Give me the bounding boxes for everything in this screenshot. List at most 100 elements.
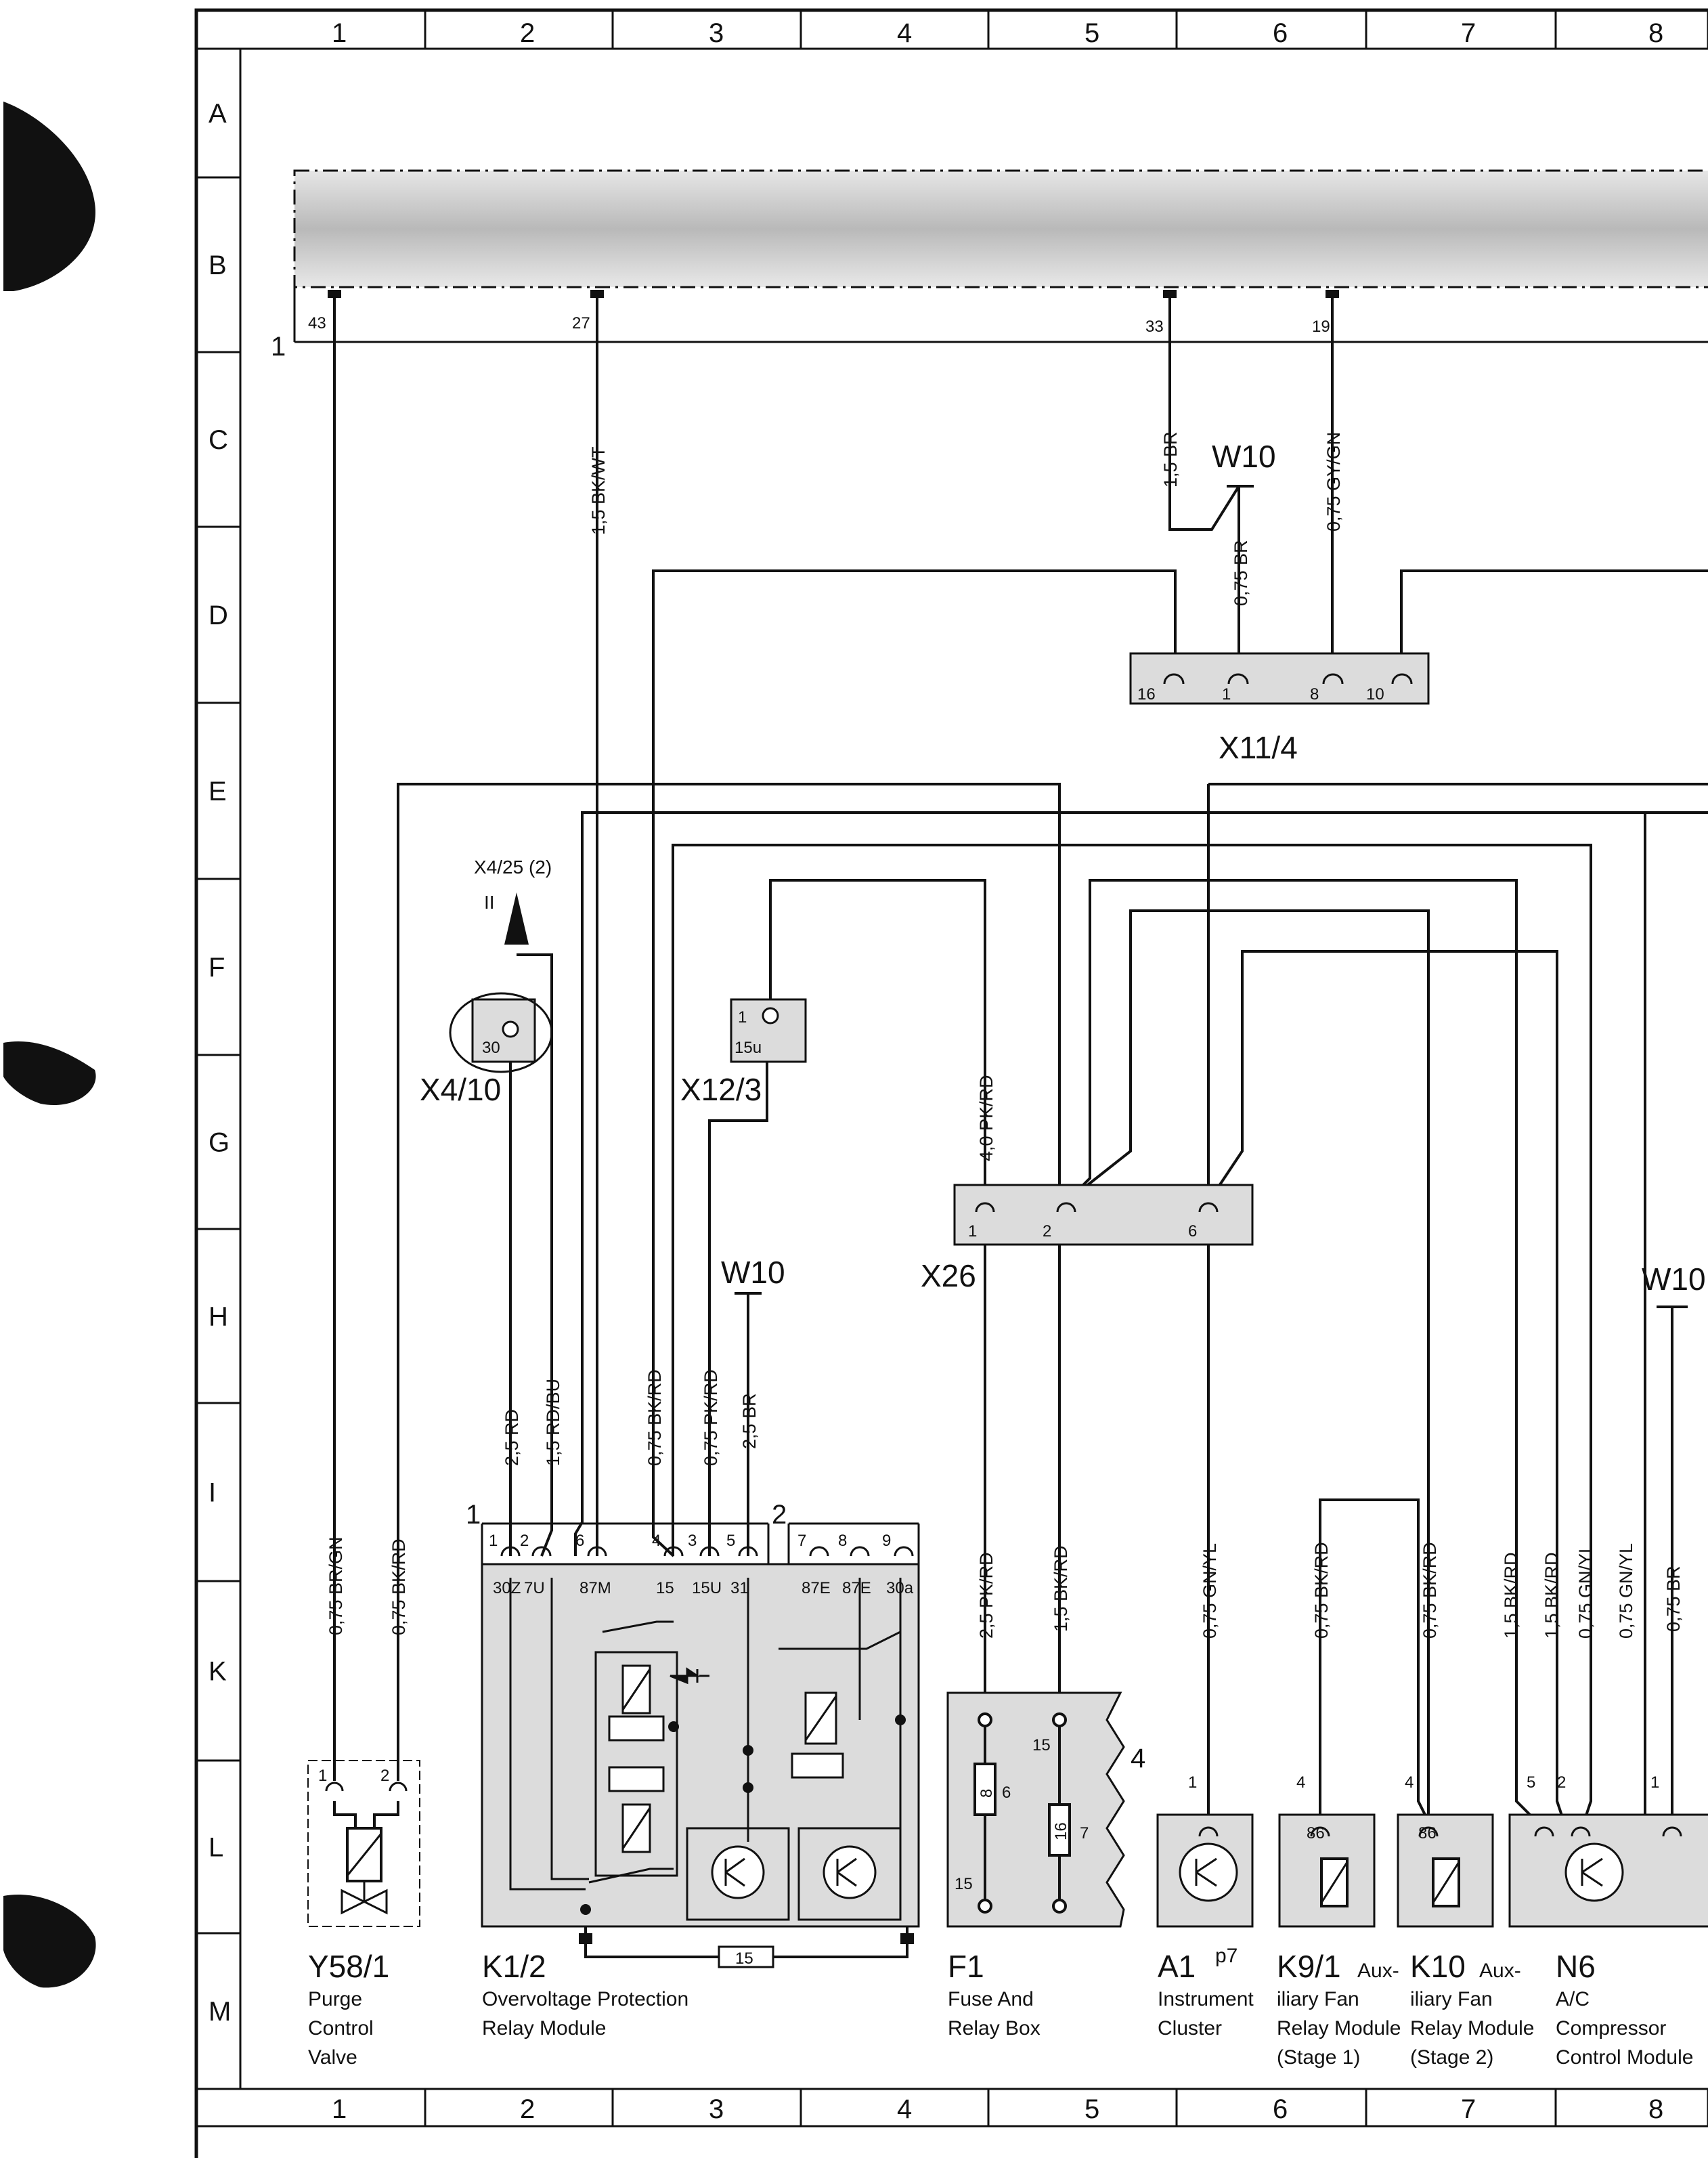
k1-2-pin	[663, 1546, 684, 1557]
svg-text:4: 4	[1296, 1773, 1305, 1792]
svg-text:1: 1	[1650, 1773, 1659, 1792]
grid-row-label: A	[209, 99, 227, 129]
grid-column-label: 6	[1273, 18, 1288, 48]
svg-text:iliary Fan: iliary Fan	[1277, 1988, 1359, 2010]
svg-text:Control: Control	[308, 2017, 374, 2040]
k1-2-pin	[699, 1546, 720, 1557]
svg-text:(Stage 1): (Stage 1)	[1277, 2046, 1360, 2069]
grid-column-label: 8	[1648, 18, 1663, 48]
drawing-frame	[194, 8, 1708, 2158]
svg-text:iliary Fan: iliary Fan	[1410, 1988, 1493, 2010]
grid-column-label: 8	[1648, 2094, 1663, 2124]
component-code: Y58/1	[308, 1949, 389, 1984]
grid-row-label: M	[209, 1997, 231, 2027]
component-titles: Y58/1 Purge Control Valve K1/2 Overvolta…	[308, 1945, 1693, 2069]
component-code: N6	[1556, 1949, 1596, 1984]
svg-text:16: 16	[1137, 685, 1156, 704]
k1-2-pin-name: 7U	[524, 1579, 545, 1597]
ground-label: W10	[1212, 439, 1276, 474]
svg-text:2: 2	[1043, 1222, 1051, 1240]
grid-column-label: 4	[897, 2094, 912, 2124]
x4-10-connector: 30 X4/10	[420, 992, 553, 1107]
svg-text:Relay Module: Relay Module	[482, 2017, 606, 2040]
svg-text:4: 4	[1405, 1773, 1414, 1792]
harness-pin-33: 33	[1145, 290, 1177, 336]
svg-text:1: 1	[738, 1008, 747, 1027]
wire-label: 0,75 GN/YL	[1200, 1543, 1220, 1639]
k1-2-pin-number: 3	[688, 1532, 697, 1550]
k1-2-pin-number: 9	[882, 1532, 891, 1550]
wire-label: 2,5 PK/RD	[976, 1552, 997, 1639]
svg-text:1: 1	[1222, 685, 1231, 704]
grid-row-label: F	[209, 953, 225, 983]
scan-artifacts	[3, 102, 96, 1988]
grid-row-label: D	[209, 601, 228, 630]
svg-text:6: 6	[1002, 1784, 1011, 1802]
grid-column-label: 5	[1085, 2094, 1099, 2124]
wire-label: 1,5 BK/RD	[1051, 1545, 1071, 1632]
svg-text:27: 27	[572, 314, 590, 332]
svg-text:33: 33	[1145, 318, 1164, 336]
grid-column-label: 3	[709, 18, 724, 48]
wire-label: 0,75 GN/YL	[1616, 1543, 1636, 1639]
grid-column-label: 7	[1461, 2094, 1476, 2124]
k1-2-pin-number: 5	[726, 1532, 735, 1550]
a1-instrument-cluster: 1	[1156, 1773, 1254, 1928]
svg-text:Purge: Purge	[308, 1988, 362, 2010]
k1-2-pin	[738, 1546, 758, 1557]
svg-text:(Stage 2): (Stage 2)	[1410, 2046, 1493, 2069]
svg-text:8: 8	[1310, 685, 1319, 704]
k1-2-pin-name: 15	[656, 1579, 674, 1597]
k1-2-pin	[531, 1546, 552, 1557]
svg-text:Relay Module: Relay Module	[1410, 2017, 1534, 2040]
wire-label: 0,75 BK/RD	[1311, 1542, 1332, 1639]
svg-text:19: 19	[1312, 318, 1330, 336]
component-code: A1	[1158, 1949, 1196, 1984]
svg-text:15: 15	[735, 1949, 753, 1968]
harness-pin-27: 27	[572, 290, 604, 332]
f1-fuse-box: 8 6 15 15 16 7 4	[946, 1691, 1145, 1928]
component-code: K1/2	[482, 1949, 546, 1984]
svg-text:Cluster: Cluster	[1158, 2017, 1222, 2040]
x12-3-connector: 1 15u X12/3	[680, 998, 807, 1107]
svg-text:1: 1	[318, 1767, 327, 1785]
k10-fan-relay: 4 86	[1397, 1773, 1494, 1928]
svg-text:86: 86	[1307, 1824, 1325, 1842]
wire-label: 0,75 BR	[1663, 1566, 1684, 1632]
harness-pin-19: 19	[1312, 290, 1339, 336]
k1-2-pin-name: 30Z	[493, 1579, 521, 1597]
grid-column-label: 5	[1085, 18, 1099, 48]
wire-label: 2,5 BR	[739, 1393, 760, 1449]
k1-2-pin-name: 87E	[842, 1579, 871, 1597]
x11-4-label: X11/4	[1219, 730, 1298, 765]
svg-text:X26: X26	[921, 1258, 976, 1293]
grid-row-label: E	[209, 777, 227, 806]
wire-label: 0,75 BR	[1231, 540, 1251, 606]
wire-label: 0,75 BK/RD	[644, 1369, 665, 1466]
svg-text:II: II	[484, 892, 495, 913]
k1-2-pin	[850, 1546, 870, 1557]
svg-text:Instrument: Instrument	[1158, 1988, 1254, 2010]
svg-text:6: 6	[1188, 1222, 1197, 1240]
wire-label: 1,5 BK/WT	[588, 446, 609, 535]
svg-text:1: 1	[1188, 1773, 1197, 1792]
svg-text:A/C: A/C	[1556, 1988, 1590, 2010]
x4-25-reference: X4/25 (2) II	[474, 857, 552, 945]
y58-1-purge-valve: 1 2	[307, 1760, 420, 1927]
svg-text:X12/3: X12/3	[680, 1072, 762, 1107]
k1-2-pin	[587, 1546, 607, 1557]
k1-2-pin-name: 87M	[579, 1579, 611, 1597]
wire-label: 0,75 GN/YL	[1575, 1543, 1596, 1639]
wire-label: 1,5 BK/RD	[1541, 1552, 1562, 1639]
ground-label: W10	[1642, 1261, 1706, 1297]
svg-text:Fuse And: Fuse And	[948, 1988, 1034, 2010]
wire-label: 0,75 BK/RD	[389, 1538, 409, 1635]
svg-text:5: 5	[1527, 1773, 1535, 1792]
k1-2-pin-number: 2	[520, 1532, 529, 1550]
harness-label: 1	[271, 332, 286, 362]
svg-text:15: 15	[1032, 1736, 1051, 1754]
svg-text:X4/10: X4/10	[420, 1072, 501, 1107]
harness-connector: 1 43 27 33 19	[271, 169, 1708, 362]
